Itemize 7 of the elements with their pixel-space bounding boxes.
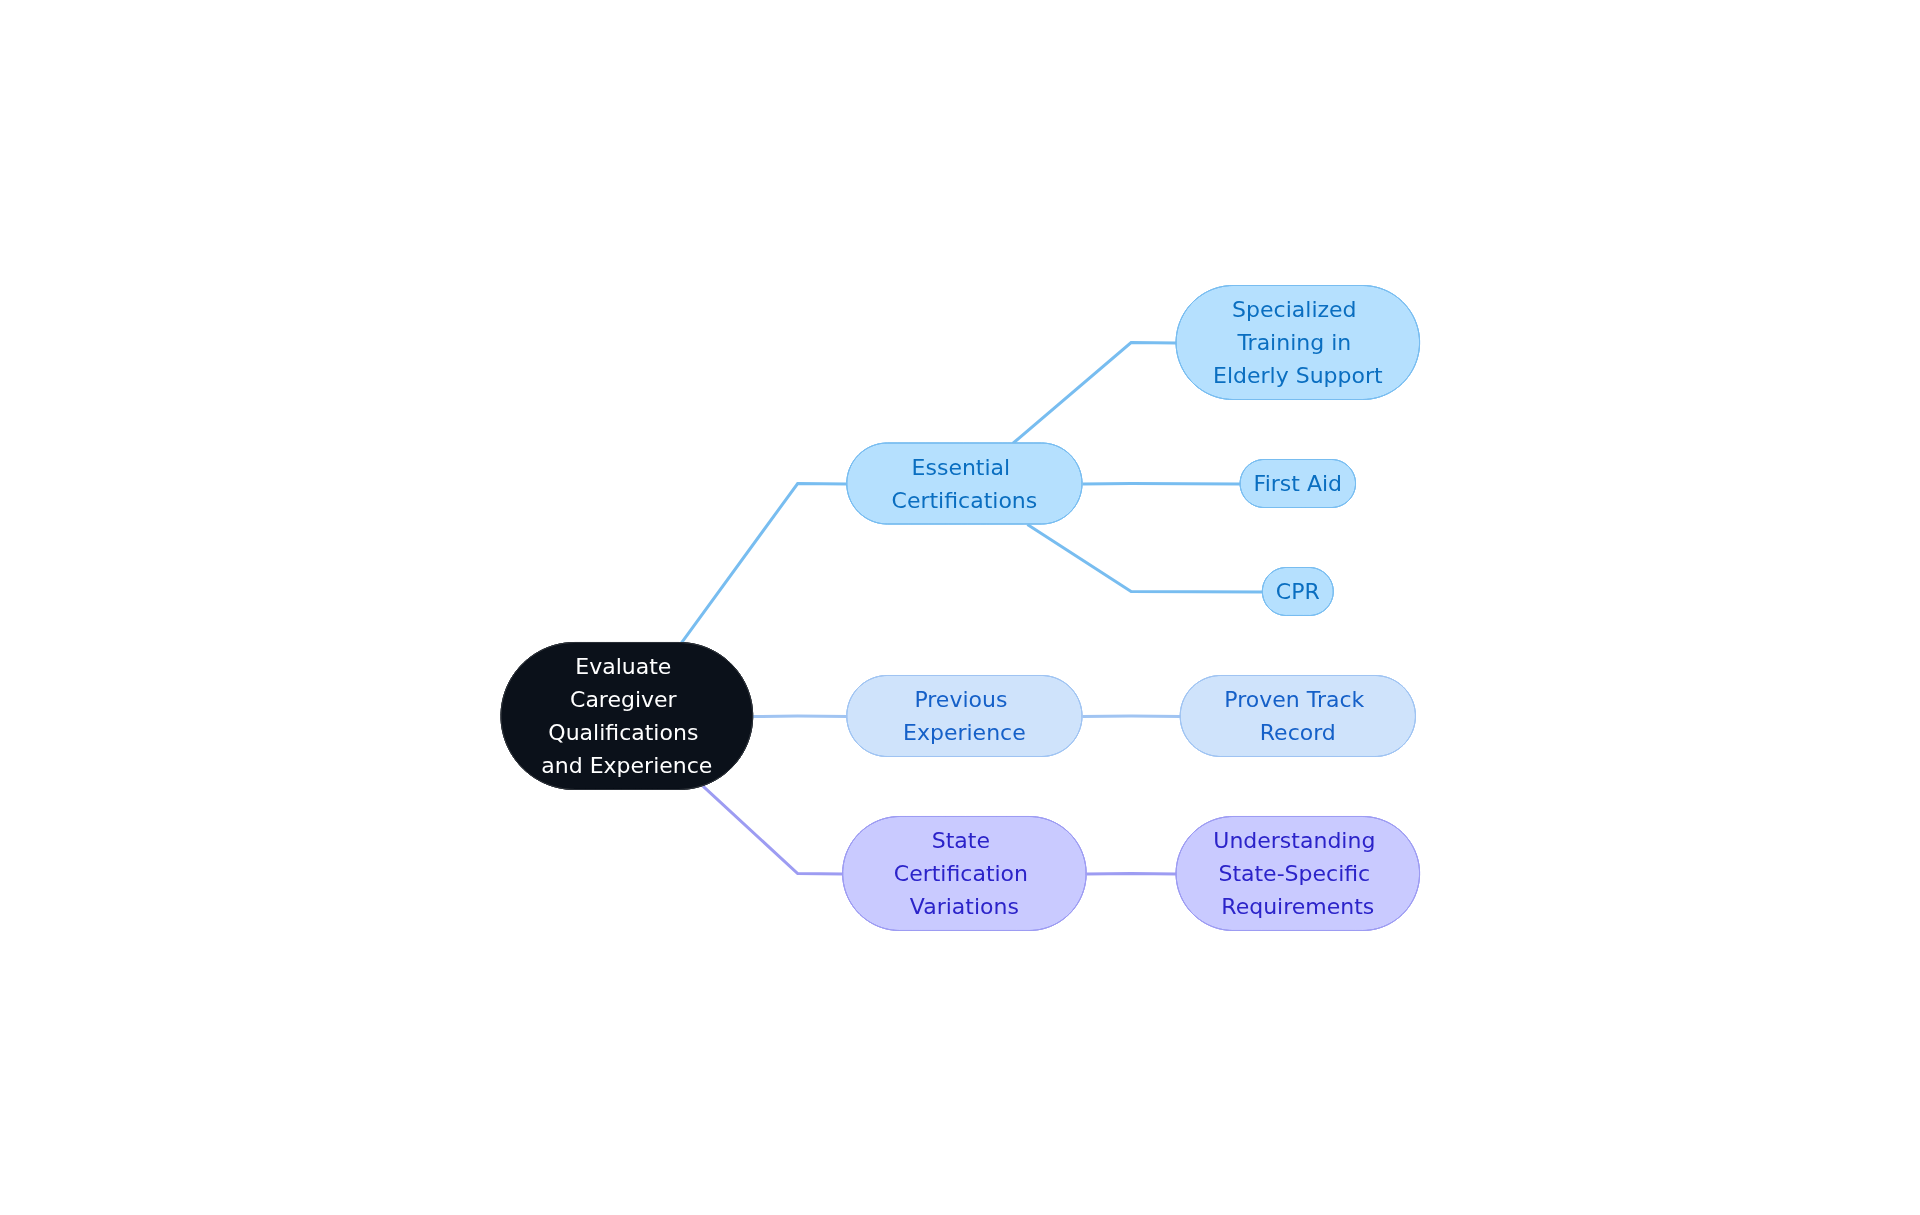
connector — [679, 481, 848, 644]
connector — [1082, 714, 1181, 718]
connector — [1082, 481, 1241, 485]
connector — [1086, 871, 1177, 875]
connector — [701, 784, 843, 875]
connector — [752, 714, 848, 718]
connector — [1026, 522, 1263, 593]
